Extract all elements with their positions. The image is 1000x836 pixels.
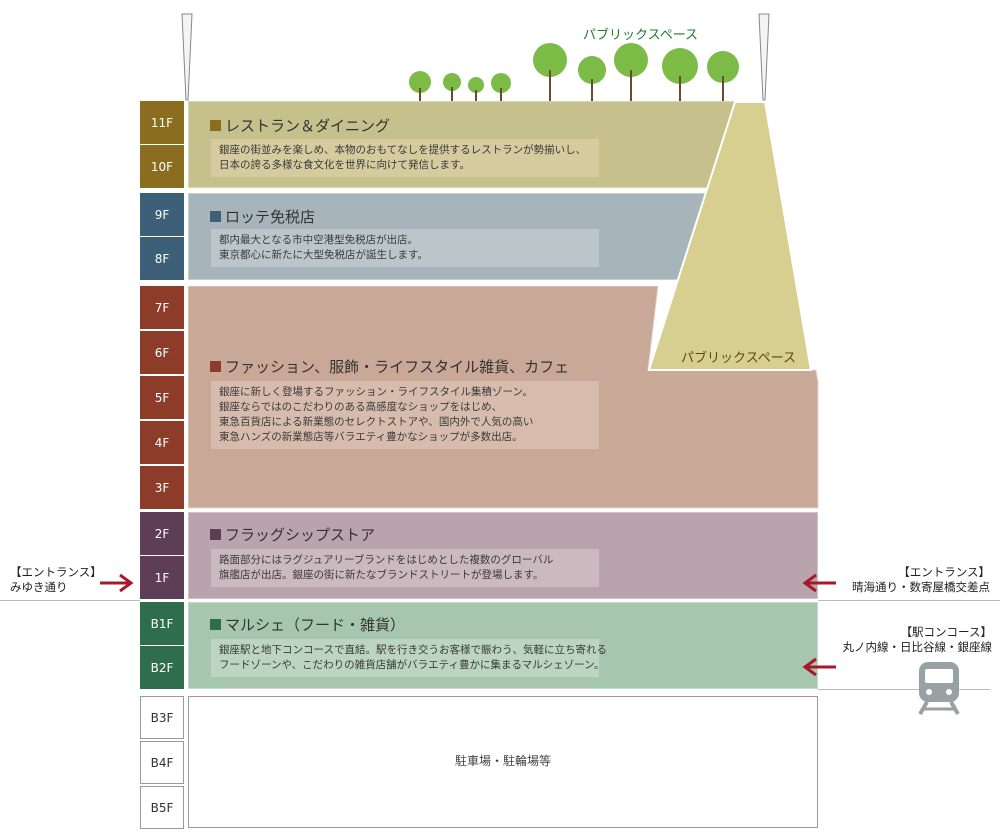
fashion-title: ファッション、服飾・ライフスタイル雑貨、カフェ (210, 356, 569, 377)
marche-color-square (210, 619, 221, 630)
dutyfree-title-text: ロッテ免税店 (225, 208, 316, 226)
tree-icon (468, 77, 484, 102)
tree-icon (443, 73, 461, 102)
dutyfree-desc-line-1: 都内最大となる市中空港型免税店が出店。 (219, 234, 419, 246)
fashion-desc-line-3: 東急百貨店による新業態のセレクトストアや、国内外で人気の高い (219, 416, 534, 428)
left-entrance-name: みゆき通り (10, 580, 68, 594)
parking-label: 駐車場・駐輪場等 (454, 754, 551, 768)
marche-title: マルシェ（フード・雑貨） (210, 614, 405, 635)
flagship-desc-line-2: 旗艦店が出店。銀座の街に新たなブランドストリートが登場します。 (219, 569, 544, 581)
floor-4f: 4F (140, 421, 184, 464)
station-concourse-name: 丸ノ内線・日比谷線・銀座線 (842, 640, 993, 654)
marche-desc-line-1: 銀座駅と地下コンコースで直結。駅を行き交うお客様で賑わう、気軽に立ち寄れる (219, 644, 607, 656)
roof-pylon-left (181, 13, 193, 101)
restaurant-desc-line-1: 銀座の街並みを楽しめ、本物のおもてなしを提供するレストランが勢揃いし、 (219, 144, 587, 156)
fashion-desc: 銀座に新しく登場するファッション・ライフスタイル集積ゾーン。 銀座ならではのこだ… (211, 381, 599, 449)
entrance-arrow-icon (100, 573, 134, 593)
roof-pylon-right (758, 13, 770, 101)
restaurant-title-text: レストラン＆ダイニング (225, 117, 391, 135)
flagship-title-text: フラッグシップストア (225, 526, 376, 544)
public-space-terrace (647, 101, 813, 371)
fashion-desc-line-4: 東急ハンズの新業態店等バラエティ豊かなショップが多数出店。 (219, 431, 523, 443)
right-entrance-label: 【エントランス】 晴海通り・数寄屋橋交差点 (848, 565, 990, 595)
station-concourse-label: 【駅コンコース】 丸ノ内線・日比谷線・銀座線 (836, 625, 993, 655)
floor-5f: 5F (140, 376, 184, 419)
right-entrance-name: 晴海通り・数寄屋橋交差点 (852, 580, 990, 594)
restaurant-desc: 銀座の街並みを楽しめ、本物のおもてなしを提供するレストランが勢揃いし、 日本の誇… (211, 139, 599, 177)
floor-8f: 8F (140, 237, 184, 280)
restaurant-color-square (210, 120, 221, 131)
marche-desc: 銀座駅と地下コンコースで直結。駅を行き交うお客様で賑わう、気軽に立ち寄れる フー… (211, 639, 607, 677)
flagship-color-square (210, 529, 221, 540)
floor-11f: 11F (140, 101, 184, 144)
floor-9f: 9F (140, 193, 184, 236)
flagship-title: フラッグシップストア (210, 524, 375, 545)
ground-line-right (818, 600, 1000, 601)
tree-icon (707, 51, 739, 102)
floor-b1f: B1F (140, 602, 184, 645)
tree-icon (491, 73, 511, 102)
restaurant-desc-line-2: 日本の誇る多様な食文化を世界に向けて発信します。 (219, 159, 470, 171)
floor-6f: 6F (140, 331, 184, 374)
tree-icon (533, 43, 567, 102)
flagship-desc: 路面部分にはラグジュアリーブランドをはじめとした複数のグローバル 旗艦店が出店。… (211, 549, 599, 587)
fashion-desc-line-2: 銀座ならではのこだわりのある高感度なショップをはじめ、 (219, 401, 503, 413)
concourse-line (818, 689, 990, 690)
fashion-title-text: ファッション、服飾・ライフスタイル雑貨、カフェ (225, 358, 570, 376)
entrance-arrow-icon (802, 657, 836, 677)
fashion-color-square (210, 361, 221, 372)
ground-line-left (0, 600, 140, 601)
marche-title-text: マルシェ（フード・雑貨） (225, 616, 406, 634)
restaurant-title: レストラン＆ダイニング (210, 115, 390, 136)
floor-3f: 3F (140, 466, 184, 509)
band-parking (188, 696, 818, 828)
floor-b3f: B3F (140, 696, 184, 739)
public-space-top-label: パブリックスペース (583, 28, 699, 43)
marche-desc-line-2: フードゾーンや、こだわりの雑貨店舗がバラエティ豊かに集まるマルシェゾーン。 (219, 659, 605, 671)
public-space-terrace-label: パブリックスペース (681, 351, 797, 366)
right-entrance-title: 【エントランス】 (898, 565, 990, 579)
fashion-desc-line-1: 銀座に新しく登場するファッション・ライフスタイル集積ゾーン。 (219, 386, 533, 398)
floor-b4f: B4F (140, 741, 184, 784)
floor-b2f: B2F (140, 646, 184, 689)
left-entrance-label: 【エントランス】 みゆき通り (10, 565, 102, 595)
tree-icon (409, 71, 431, 102)
floor-7f: 7F (140, 286, 184, 329)
tree-icon (662, 48, 698, 102)
tree-icon (614, 43, 648, 102)
floor-1f: 1F (140, 556, 184, 599)
floor-b5f: B5F (140, 786, 184, 829)
flagship-desc-line-1: 路面部分にはラグジュアリーブランドをはじめとした複数のグローバル (219, 554, 554, 566)
station-concourse-title: 【駅コンコース】 (900, 625, 992, 639)
dutyfree-color-square (210, 211, 221, 222)
entrance-arrow-icon (802, 573, 836, 593)
left-entrance-title: 【エントランス】 (10, 565, 102, 579)
dutyfree-desc-line-2: 東京都心に新たに大型免税店が誕生します。 (219, 249, 428, 261)
floor-2f: 2F (140, 512, 184, 555)
train-icon (918, 662, 960, 716)
dutyfree-title: ロッテ免税店 (210, 206, 315, 227)
dutyfree-desc: 都内最大となる市中空港型免税店が出店。 東京都心に新たに大型免税店が誕生します。 (211, 229, 599, 267)
floor-10f: 10F (140, 145, 184, 188)
tree-icon (578, 56, 606, 102)
